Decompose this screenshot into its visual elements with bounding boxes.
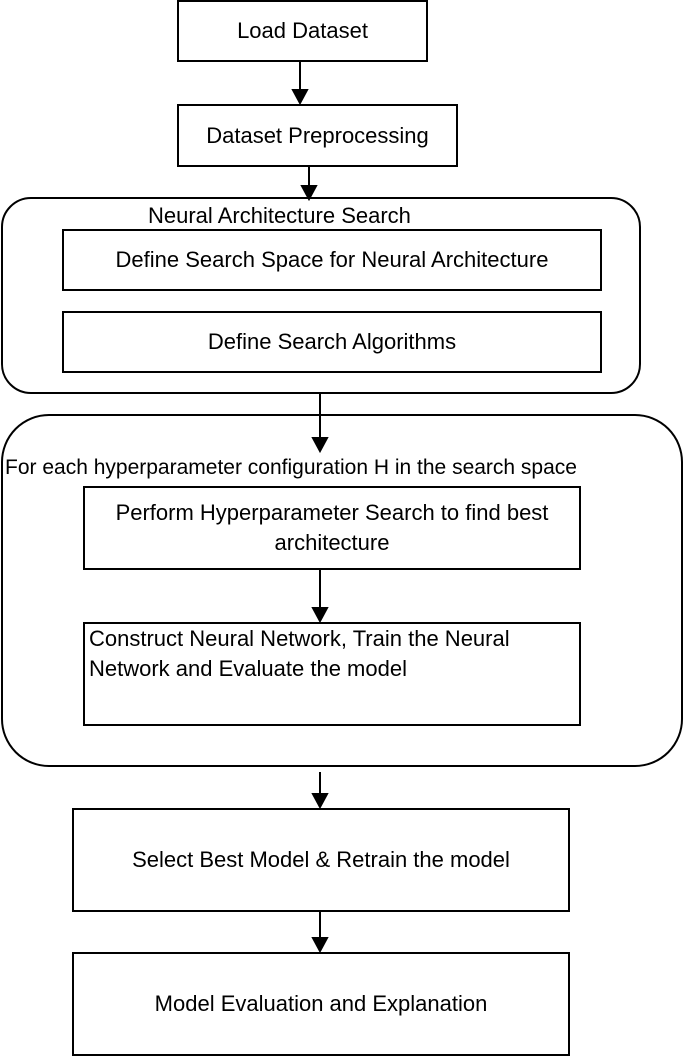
construct-train-evaluate-line1: Construct Neural Network, Train the Neur…: [89, 626, 510, 651]
dataset-preprocessing-box: Dataset Preprocessing: [177, 104, 458, 167]
arrowhead-nas-to-hp: [311, 437, 329, 454]
hyperparameter-search-line2: architecture: [274, 530, 390, 555]
define-search-algorithms-box: Define Search Algorithms: [62, 311, 602, 373]
load-dataset-box: Load Dataset: [177, 0, 428, 62]
arrowhead-hpsearch-to-construct: [311, 607, 329, 624]
arrowhead-preprocess-to-nas: [300, 185, 318, 202]
select-best-model-box: Select Best Model & Retrain the model: [72, 808, 570, 912]
define-search-space-box: Define Search Space for Neural Architect…: [62, 229, 602, 291]
arrowhead-hp-to-select: [311, 793, 329, 810]
arrowhead-select-to-evaluation: [311, 937, 329, 954]
construct-train-evaluate-box: Construct Neural Network, Train the Neur…: [83, 622, 581, 726]
nas-group-title: Neural Architecture Search: [148, 203, 411, 228]
hyperparameter-search-line1: Perform Hyperparameter Search to find be…: [115, 500, 549, 525]
construct-train-evaluate-line2: Network and Evaluate the model: [89, 656, 407, 681]
model-evaluation-box: Model Evaluation and Explanation: [72, 952, 570, 1056]
hyperparameter-search-box: Perform Hyperparameter Search to find be…: [83, 486, 581, 570]
arrowhead-load-to-preprocess: [291, 89, 309, 106]
hp-group-title: For each hyperparameter configuration H …: [5, 456, 577, 479]
